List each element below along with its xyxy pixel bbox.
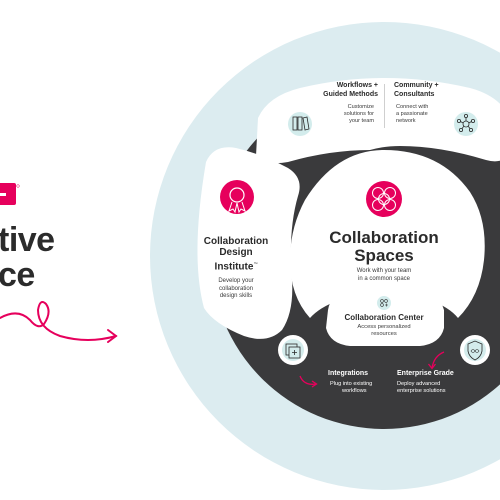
community-desc-line3: network — [396, 118, 416, 124]
collab-center-pill — [326, 292, 444, 346]
top-divider — [384, 84, 385, 128]
center-subtitle-line1: Work with your team — [356, 268, 412, 274]
design-institute-desc-line2: collaboration — [218, 285, 254, 292]
enterprise-desc-line2: enterprise solutions — [397, 388, 446, 394]
people-group-icon — [377, 296, 391, 310]
integrations-arrow-icon — [299, 375, 317, 385]
shield-infinity-icon — [460, 335, 490, 365]
plus-window-icon — [278, 335, 308, 365]
workflows-desc-line2: solutions for — [343, 111, 374, 117]
workflows-title: Workflows + Guided Methods — [318, 82, 378, 99]
enterprise-title: Enterprise Grade — [397, 370, 454, 377]
workflows-desc: Customize solutions for your team — [318, 104, 374, 125]
design-institute-title-line3: Institute — [214, 261, 254, 273]
enterprise-desc: Deploy advanced enterprise solutions — [397, 381, 477, 395]
enterprise-arrow-icon — [431, 351, 445, 369]
brand-logo-icon — [0, 183, 16, 205]
registered-mark — [16, 184, 20, 188]
workflows-desc-line1: Customize — [347, 104, 374, 110]
community-desc: Connect with a passionate network — [396, 104, 452, 125]
workflows-title-line2: Guided Methods — [323, 90, 378, 98]
ribbon-badge-icon — [220, 180, 254, 214]
center-title-line1: Collaboration — [329, 228, 439, 247]
design-institute-title-line2: Design — [219, 247, 253, 258]
integrations-desc: Plug into existing workflows — [330, 381, 390, 395]
enterprise-arrowhead — [427, 363, 437, 370]
integrations-arrowhead — [311, 380, 318, 388]
brand-title-line2: ce — [0, 256, 35, 294]
design-institute-desc-line1: Develop your — [218, 278, 254, 284]
community-desc-line2: a passionate — [396, 111, 428, 117]
brand-title-line1: tive — [0, 221, 55, 259]
community-title-line2: Consultants — [394, 90, 435, 98]
integrations-desc-line2: workflows — [342, 388, 367, 394]
design-institute-title-line1: Collaboration — [203, 236, 269, 247]
brand-logo-mark — [0, 193, 6, 196]
center-title: Collaboration Spaces — [304, 229, 464, 265]
design-institute-desc: Develop your collaboration design skills — [200, 278, 272, 301]
community-title-line1: Community + — [394, 82, 439, 89]
community-title: Community + Consultants — [394, 82, 454, 99]
center-title-line2: Spaces — [354, 246, 414, 265]
center-subtitle-line2: in a common space — [357, 275, 411, 282]
books-icon — [288, 112, 312, 136]
integrations-desc-line1: Plug into existing — [330, 381, 373, 387]
center-subtitle: Work with your team in a common space — [334, 268, 434, 283]
overlapping-circles-icon — [366, 181, 402, 217]
center-hub — [290, 150, 485, 318]
enterprise-desc-line1: Deploy advanced — [397, 381, 441, 387]
collab-center-desc-line2: resources — [371, 331, 397, 337]
community-desc-line1: Connect with — [396, 104, 429, 110]
workflows-title-line1: Workflows + — [336, 82, 378, 89]
workflows-desc-line3: your team — [349, 118, 374, 124]
collab-center-title: Collaboration Center — [344, 313, 424, 322]
design-institute-title: Collaboration Design Institute™ — [196, 236, 276, 272]
collab-center-desc-line1: Access personalized — [357, 324, 411, 330]
design-institute-desc-line3: design skills — [219, 293, 253, 299]
network-hub-icon — [454, 112, 478, 136]
collab-center-desc: Access personalized resources — [334, 324, 434, 338]
integrations-title: Integrations — [328, 370, 369, 377]
trademark-mark: ™ — [253, 261, 258, 266]
segment-top — [256, 78, 500, 164]
squiggle-arrow-icon — [0, 301, 118, 343]
